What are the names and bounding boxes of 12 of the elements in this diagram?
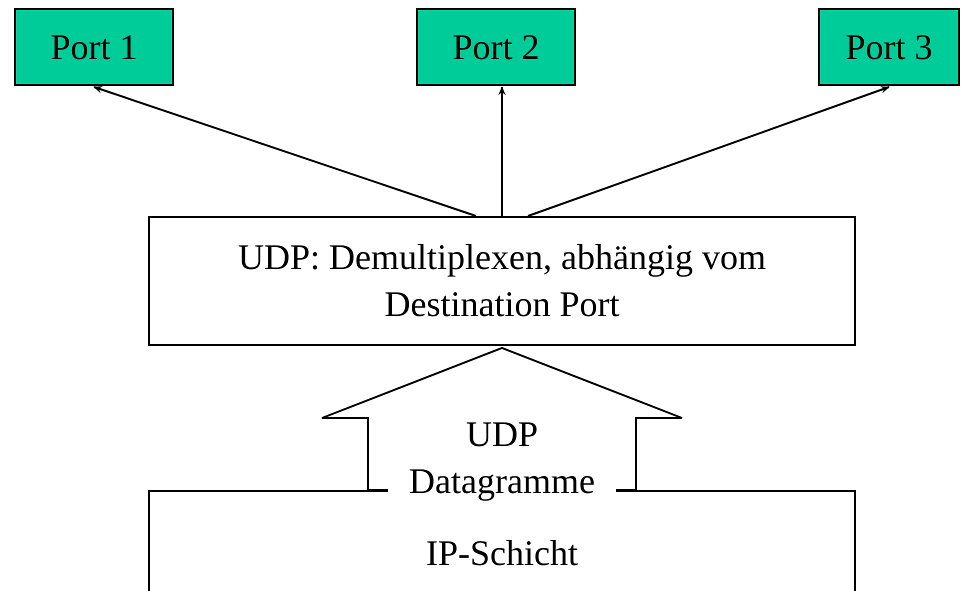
port-box	[818, 8, 960, 86]
arrow	[498, 86, 506, 216]
node-label: Port 3	[845, 26, 932, 69]
port-box	[14, 8, 174, 86]
port-box	[416, 8, 576, 86]
node-label: Port 2	[452, 26, 540, 69]
node-label: Port 1	[50, 26, 138, 69]
node-label: IP-Schicht	[426, 532, 578, 575]
process-box	[148, 216, 856, 346]
arrow	[528, 86, 890, 217]
arrow	[93, 86, 476, 217]
node-label: UDP: Demultiplexen, abhängig vom Destination Port	[237, 236, 767, 326]
